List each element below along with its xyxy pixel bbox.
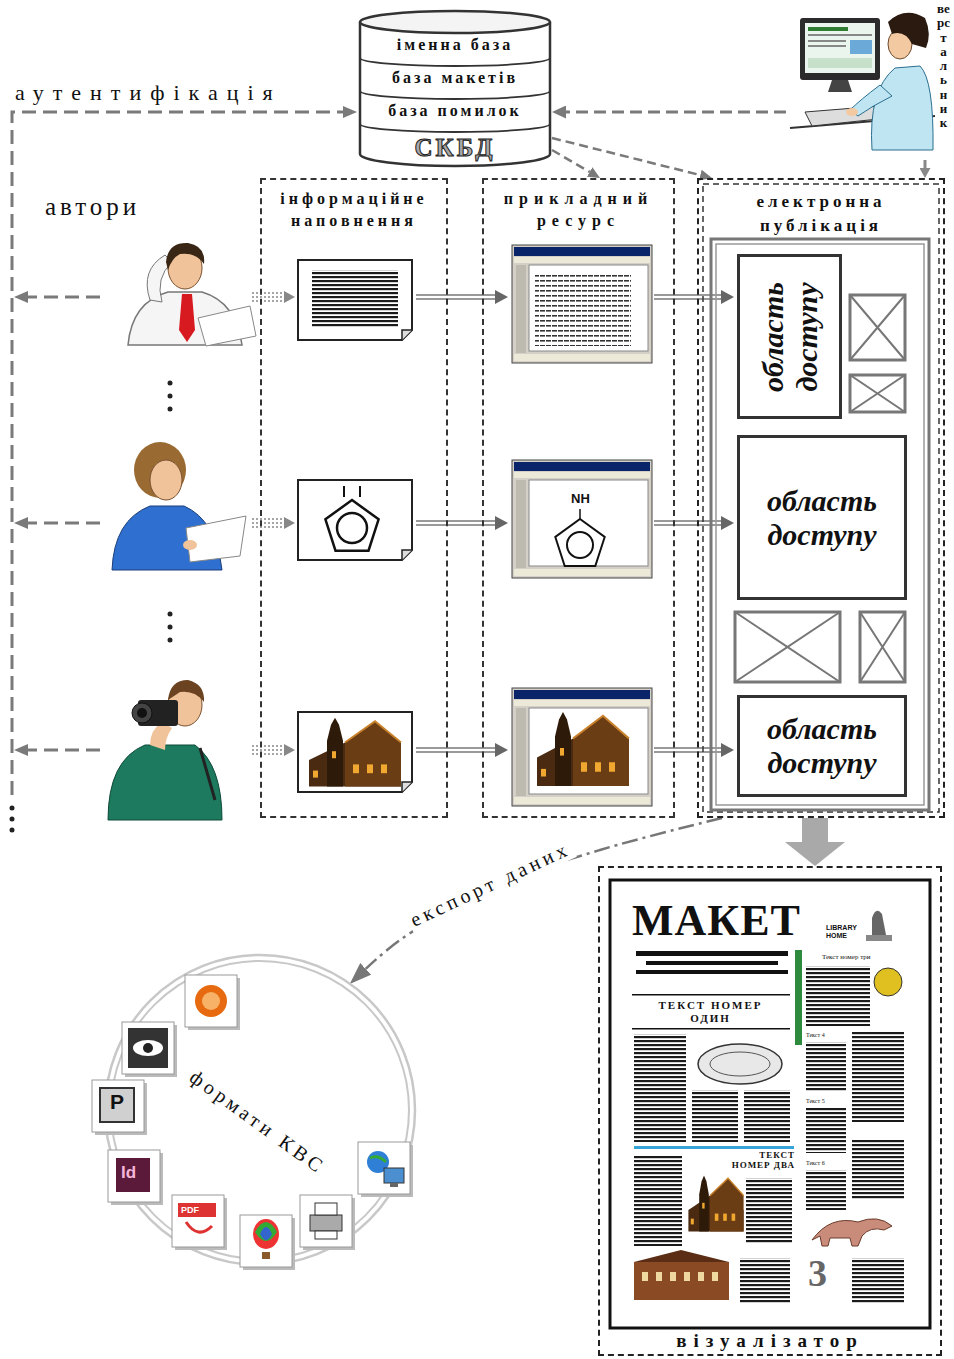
label-text: Текст 6 bbox=[806, 1159, 825, 1167]
double-arrow bbox=[416, 295, 722, 752]
label-text: 3 bbox=[808, 1252, 827, 1294]
connector-arrow bbox=[924, 160, 927, 168]
label-text: автори bbox=[45, 192, 140, 222]
access-area-box: область доступу bbox=[737, 695, 907, 797]
document-icon bbox=[298, 480, 412, 560]
format-icon bbox=[358, 1142, 413, 1197]
node-text: верстальник bbox=[937, 2, 950, 131]
label-text: ТЕКСТ НОМЕР ДВА bbox=[720, 1150, 795, 1170]
connector-arrow bbox=[366, 818, 722, 969]
database-cylinder: іменна база база макетів база помилокСКБД bbox=[358, 8, 552, 168]
label-text: LIBRARY HOME bbox=[826, 924, 862, 940]
typesetter-figure bbox=[790, 13, 935, 150]
access-area-box: область доступу bbox=[737, 435, 907, 600]
access-area-box: область доступу bbox=[737, 254, 842, 419]
format-icon bbox=[240, 1215, 295, 1270]
node-text: іменна база bbox=[358, 35, 552, 55]
node-text: формати КВС bbox=[185, 1065, 330, 1180]
label-text: ТЕКСТ НОМЕР ОДИН bbox=[658, 999, 763, 1025]
node-text: візуалізатор bbox=[600, 1330, 940, 1352]
label-text: NH bbox=[571, 491, 590, 507]
resource-group-box: прикладний ресурс bbox=[482, 178, 675, 818]
node-text: область доступу bbox=[742, 484, 902, 552]
connector-arrow bbox=[802, 818, 828, 842]
document-icon bbox=[298, 260, 412, 340]
application-window bbox=[512, 245, 652, 363]
connector-arrow bbox=[552, 138, 700, 175]
format-icon bbox=[300, 1195, 355, 1250]
label-text: Текст 5 bbox=[806, 1097, 825, 1105]
node-text: СКБД bbox=[358, 134, 552, 162]
node-text: база макетів bbox=[358, 68, 552, 88]
node-text: область доступу bbox=[742, 712, 902, 780]
node-text: база помилок bbox=[358, 101, 552, 121]
format-icon bbox=[92, 1080, 147, 1135]
newspaper-layout bbox=[610, 880, 930, 1328]
node-text: прикладний ресурс bbox=[488, 188, 669, 232]
publication-box: електронна публікація область доступу обла… bbox=[697, 178, 945, 818]
author-figure bbox=[128, 243, 256, 346]
application-window bbox=[512, 688, 652, 806]
document-icon bbox=[298, 712, 412, 792]
format-icon bbox=[108, 1150, 163, 1205]
format-icon bbox=[185, 975, 240, 1030]
connector-arrow bbox=[566, 111, 786, 114]
application-window bbox=[512, 460, 652, 578]
visualizer-box: візуалізатор bbox=[598, 866, 942, 1356]
label-text: Текст 4 bbox=[806, 1031, 825, 1039]
content-group-box: інформаційне наповнення bbox=[260, 178, 448, 818]
connector-arrow bbox=[552, 150, 590, 172]
node-text: область доступу bbox=[756, 259, 824, 414]
dotted-arrow bbox=[252, 293, 284, 754]
edge-label: експорт даних bbox=[404, 835, 577, 933]
publication-frame bbox=[703, 184, 939, 812]
format-icon bbox=[122, 1022, 177, 1077]
format-icon bbox=[172, 1195, 227, 1250]
typesetter-figure: верстальник bbox=[786, 0, 952, 160]
format-circle: формати КВС bbox=[100, 950, 420, 1270]
node-text: інформаційне наповнення bbox=[266, 188, 442, 232]
author-figure bbox=[108, 680, 222, 820]
label-text: МАКЕТ bbox=[632, 897, 801, 945]
author-figure bbox=[112, 442, 246, 570]
label-text: аутентифікація bbox=[15, 80, 282, 106]
node-text: електронна публікація bbox=[705, 190, 937, 238]
label-text: Текст номер три bbox=[822, 953, 871, 962]
